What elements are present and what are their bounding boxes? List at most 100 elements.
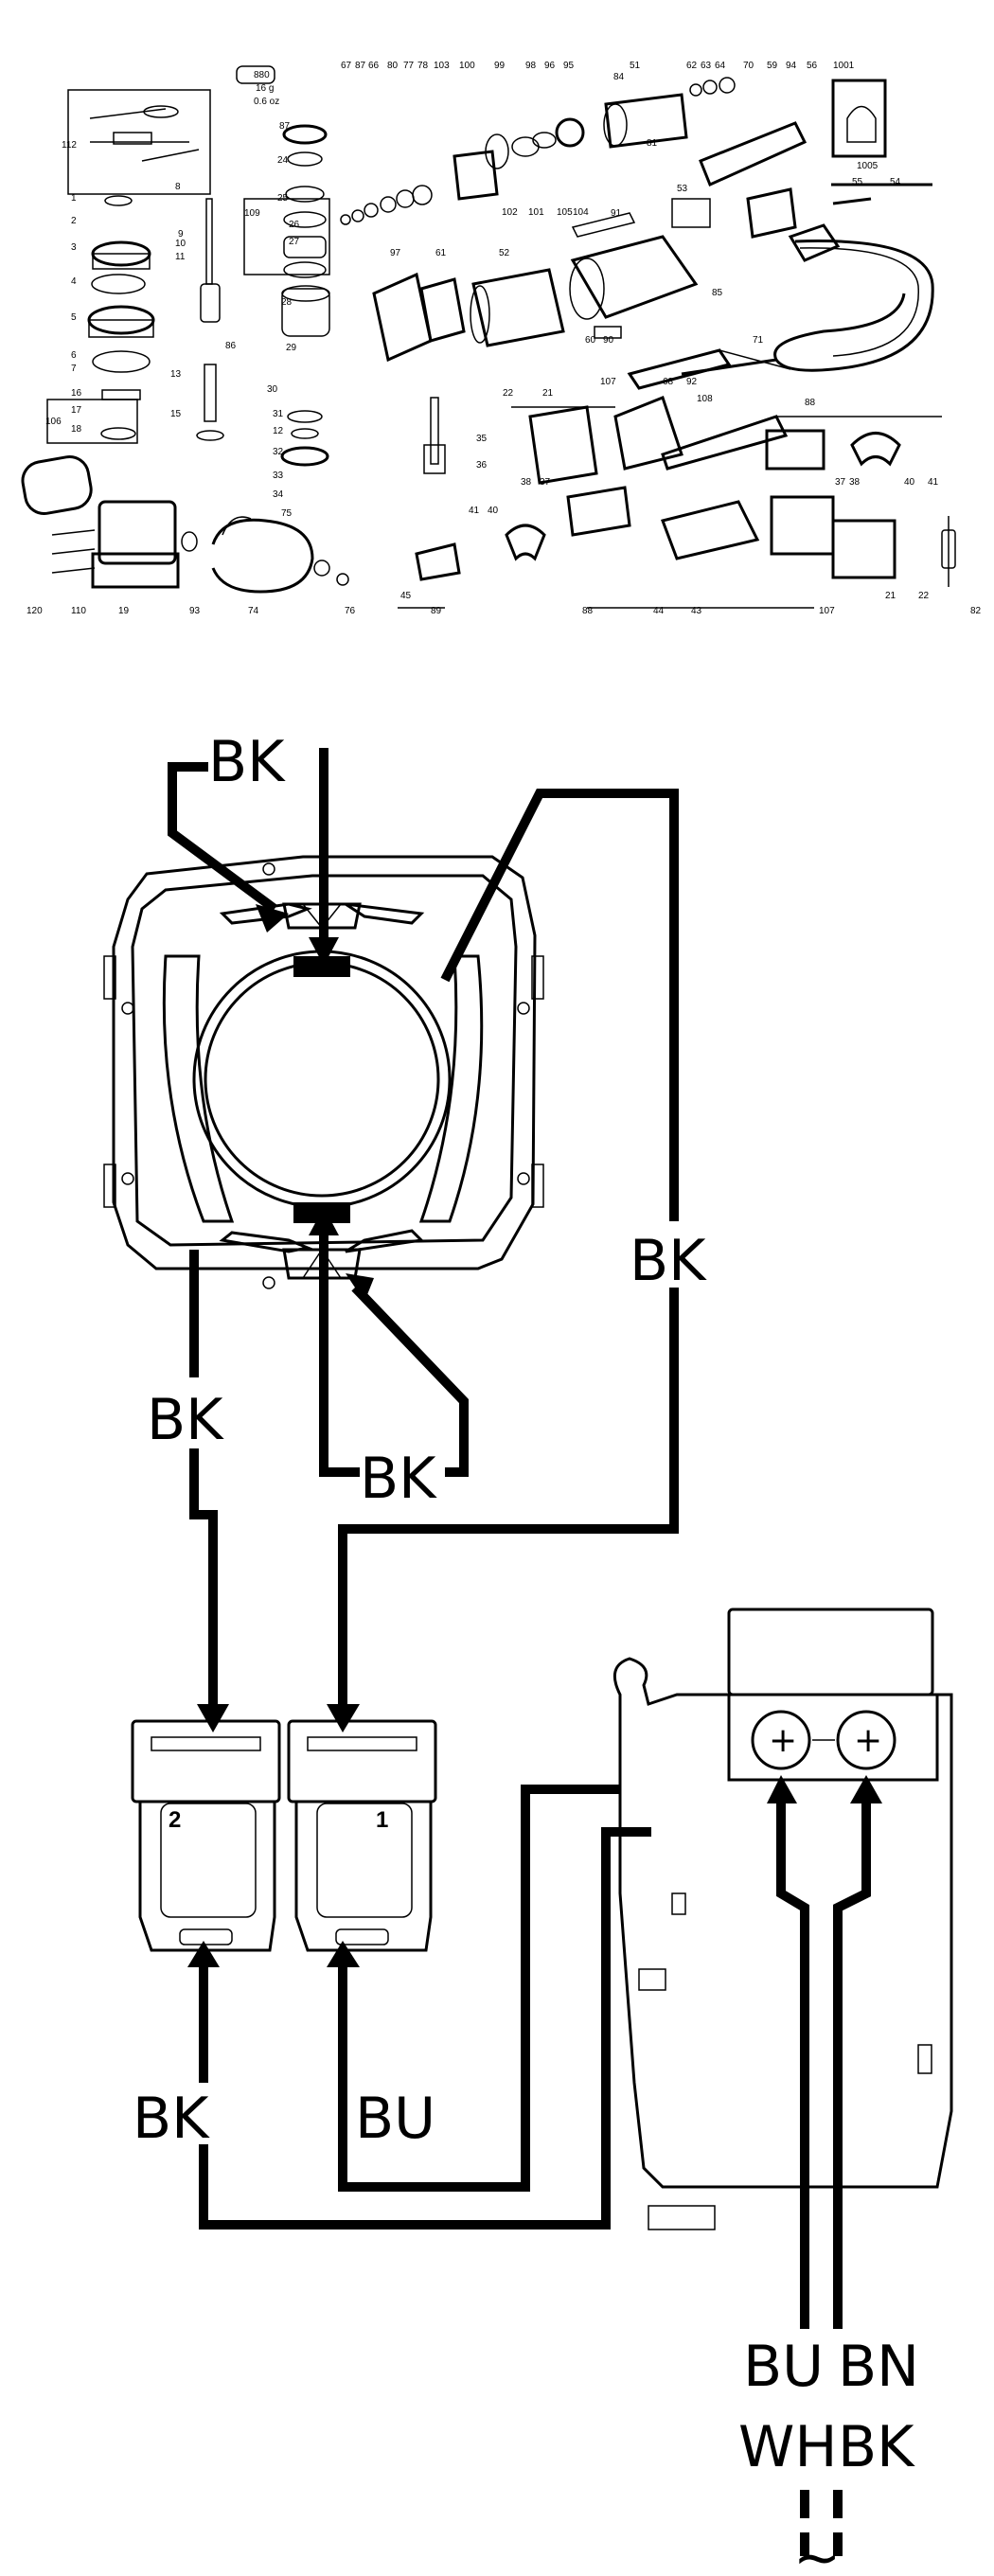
part-number-76: 76 bbox=[345, 606, 356, 616]
brush-return-wires bbox=[187, 1785, 651, 2230]
part-number-1: 1 bbox=[71, 193, 77, 204]
part-number-41: 41 bbox=[928, 477, 939, 488]
part-number-5: 5 bbox=[71, 312, 77, 323]
part-number-59: 59 bbox=[767, 61, 778, 71]
part-number-71: 71 bbox=[753, 335, 764, 346]
part-number-55: 55 bbox=[852, 177, 863, 187]
stator bbox=[103, 855, 544, 1289]
part-number-88: 88 bbox=[805, 398, 816, 408]
part-number-98: 98 bbox=[525, 61, 537, 71]
part-number-28: 28 bbox=[281, 297, 293, 308]
label-stator-right-bk: BK bbox=[630, 1228, 707, 1294]
brush-holder-2-label: 2 bbox=[169, 1807, 181, 1833]
part-number-120: 120 bbox=[27, 606, 43, 616]
part-number-64: 64 bbox=[715, 61, 726, 71]
accessory-kit-112 bbox=[67, 89, 211, 195]
part-number-97: 97 bbox=[390, 248, 401, 258]
part-number-74: 74 bbox=[248, 606, 259, 616]
part-number-90: 90 bbox=[603, 335, 614, 346]
part-number-45: 45 bbox=[400, 591, 412, 601]
part-number-108: 108 bbox=[697, 394, 713, 404]
part-number-92: 92 bbox=[686, 377, 698, 387]
part-number-11: 11 bbox=[175, 252, 186, 262]
part-number-61: 61 bbox=[435, 248, 447, 258]
part-number-24: 24 bbox=[277, 155, 289, 166]
part-number-40: 40 bbox=[904, 477, 915, 488]
part-number-66: 66 bbox=[368, 61, 380, 71]
part-number-62: 62 bbox=[686, 61, 698, 71]
part-number-8: 8 bbox=[175, 182, 181, 192]
part-number-89: 89 bbox=[431, 606, 442, 616]
part-number-18: 18 bbox=[71, 424, 82, 435]
part-number-22: 22 bbox=[918, 591, 930, 601]
part-number-82: 82 bbox=[970, 606, 982, 616]
part-number-100: 100 bbox=[459, 61, 475, 71]
part-number-70: 70 bbox=[743, 61, 754, 71]
part-number-77: 77 bbox=[403, 61, 415, 71]
part-number-31: 31 bbox=[273, 409, 284, 419]
part-number-38: 38 bbox=[521, 477, 532, 488]
brush-holder-1-label: 1 bbox=[376, 1807, 388, 1833]
part-number-60: 60 bbox=[585, 335, 596, 346]
cover-plates bbox=[398, 396, 956, 609]
part-number-16-g: 16 g bbox=[256, 83, 274, 94]
part-number-93: 93 bbox=[189, 606, 201, 616]
part-number-26: 26 bbox=[289, 220, 300, 230]
wire-color-labels: BK BK BK BK BK BU BU BN WH BK ~ bbox=[133, 724, 919, 2576]
part-number-1005: 1005 bbox=[857, 161, 879, 171]
part-number-3: 3 bbox=[71, 242, 77, 253]
part-number-103: 103 bbox=[434, 61, 450, 71]
part-number-94: 94 bbox=[786, 61, 797, 71]
part-number-27: 27 bbox=[289, 237, 300, 247]
part-number-63: 63 bbox=[701, 61, 712, 71]
part-number-33: 33 bbox=[273, 471, 284, 481]
label-stator-top-bk: BK bbox=[208, 729, 286, 795]
part-number-101: 101 bbox=[528, 207, 544, 218]
stator-wires bbox=[168, 748, 679, 1732]
part-number-102: 102 bbox=[502, 207, 518, 218]
part-number-87: 87 bbox=[355, 61, 366, 71]
part-number-96: 96 bbox=[544, 61, 556, 71]
part-number-15: 15 bbox=[170, 409, 182, 419]
part-number-21: 21 bbox=[885, 591, 896, 601]
part-number-104: 104 bbox=[573, 207, 589, 218]
motor-and-housing-parts bbox=[340, 77, 934, 376]
label-cord-bn: BN bbox=[838, 2334, 919, 2400]
part-number-107: 107 bbox=[600, 377, 616, 387]
label-brush-left-bk: BK bbox=[133, 2086, 210, 2152]
part-number-112: 112 bbox=[62, 140, 77, 151]
gear-head-parts bbox=[46, 195, 224, 444]
brush-holders: 2 1 bbox=[131, 1719, 437, 1952]
part-number-75: 75 bbox=[281, 508, 293, 519]
part-number-84: 84 bbox=[613, 72, 625, 82]
spindle-parts bbox=[236, 65, 330, 467]
part-number-1001: 1001 bbox=[833, 61, 855, 71]
part-number-21: 21 bbox=[542, 388, 554, 399]
part-number-41: 41 bbox=[469, 506, 480, 516]
svg-text:+: + bbox=[854, 1721, 882, 1760]
label-cord-bu: BU bbox=[743, 2334, 824, 2400]
side-handle-and-gear-housing bbox=[21, 455, 349, 594]
part-number-12: 12 bbox=[273, 426, 284, 436]
part-number-16: 16 bbox=[71, 388, 82, 399]
label-cord-bk: BK bbox=[838, 2414, 915, 2480]
part-number-22: 22 bbox=[503, 388, 514, 399]
part-number-13: 13 bbox=[170, 369, 182, 380]
part-number-10: 10 bbox=[175, 239, 186, 249]
part-number-19: 19 bbox=[118, 606, 130, 616]
part-number-78: 78 bbox=[417, 61, 429, 71]
part-number-81: 81 bbox=[647, 138, 658, 149]
part-number-53: 53 bbox=[677, 184, 688, 194]
label-stator-bottom-bk: BK bbox=[360, 1446, 437, 1512]
mains-cord bbox=[767, 1775, 882, 2556]
part-number-107: 107 bbox=[819, 606, 835, 616]
part-number-40: 40 bbox=[488, 506, 499, 516]
part-number-6: 6 bbox=[71, 350, 77, 361]
part-number-68: 68 bbox=[663, 377, 674, 387]
part-number-0.6-oz: 0.6 oz bbox=[254, 97, 279, 107]
part-number-51: 51 bbox=[630, 61, 641, 71]
part-number-85: 85 bbox=[712, 288, 723, 298]
part-number-7: 7 bbox=[71, 364, 77, 374]
part-number-67: 67 bbox=[341, 61, 352, 71]
